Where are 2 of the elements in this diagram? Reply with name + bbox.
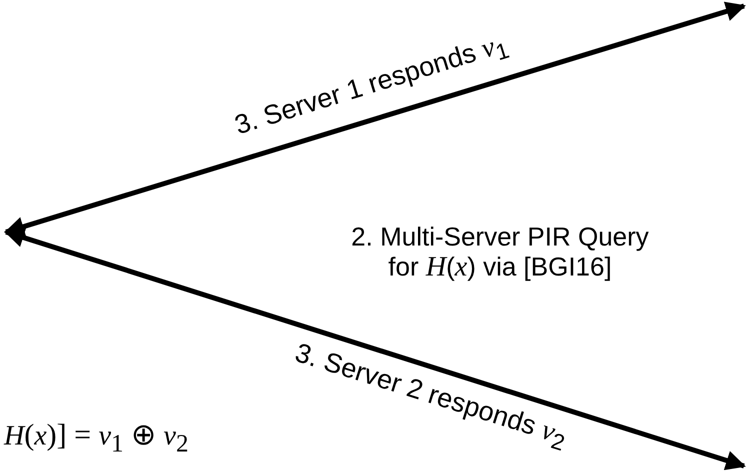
equation: H(x)] = v$_{1}$ ⊕ v$_{2}$ bbox=[4, 420, 188, 460]
query-note: 2. Multi-Server PIR Query for H(x) via [BGI16] bbox=[350, 222, 650, 282]
